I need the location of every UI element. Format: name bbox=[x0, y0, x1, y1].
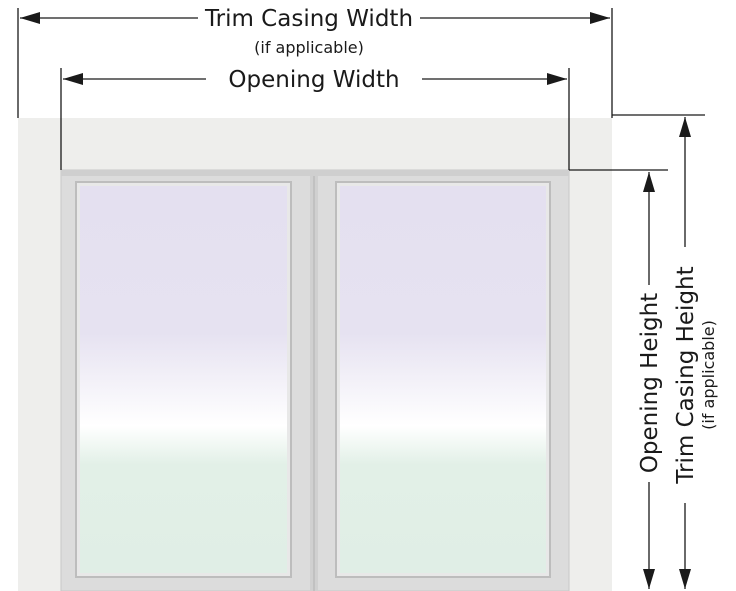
arrow-up-icon bbox=[643, 172, 655, 192]
opening-width-dimension: Opening Width bbox=[63, 67, 567, 93]
frame-top-rail bbox=[61, 170, 569, 176]
trim-width-dimension: Trim Casing Width (if applicable) bbox=[20, 6, 610, 57]
arrow-left-icon bbox=[63, 73, 83, 85]
trim-width-label: Trim Casing Width bbox=[204, 6, 413, 32]
trim-height-dimension: Trim Casing Height (if applicable) bbox=[673, 117, 718, 589]
opening-width-label: Opening Width bbox=[228, 67, 399, 93]
arrow-down-icon bbox=[679, 569, 691, 589]
opening-height-label: Opening Height bbox=[637, 293, 663, 473]
arrow-right-icon bbox=[590, 12, 610, 24]
trim-width-note: (if applicable) bbox=[254, 38, 364, 57]
extension-lines bbox=[17, 8, 705, 171]
arrow-right-icon bbox=[547, 73, 567, 85]
right-glass-pane bbox=[340, 186, 546, 573]
left-glass-pane bbox=[80, 186, 287, 573]
trim-height-note: (if applicable) bbox=[699, 320, 718, 430]
arrow-down-icon bbox=[643, 569, 655, 589]
arrow-left-icon bbox=[20, 12, 40, 24]
arrow-up-icon bbox=[679, 117, 691, 137]
trim-height-label: Trim Casing Height bbox=[673, 266, 699, 484]
opening-height-dimension: Opening Height bbox=[637, 172, 663, 589]
